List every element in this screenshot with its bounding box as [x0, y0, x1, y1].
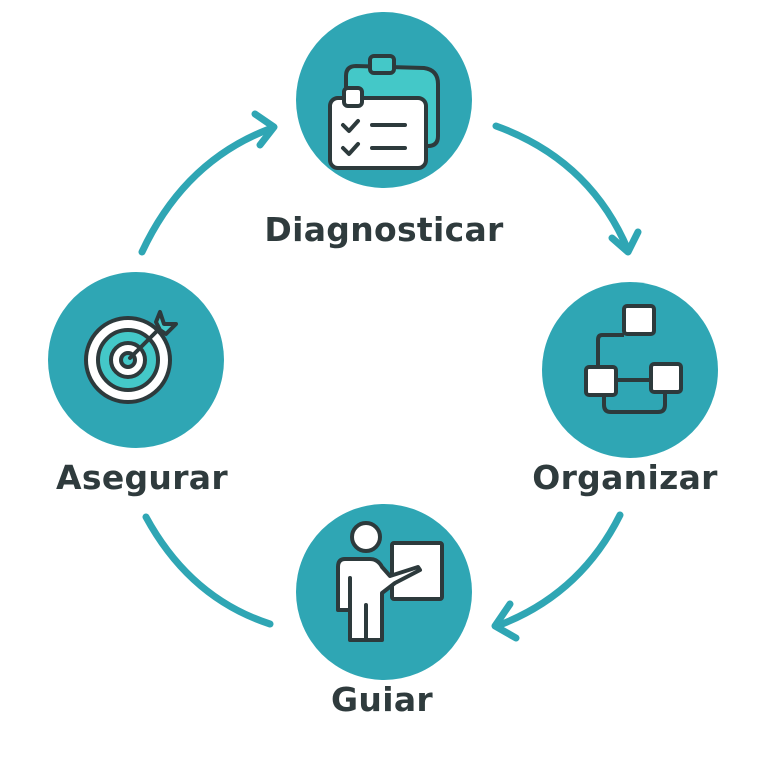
arrow-diagnosticar-to-organizar — [492, 122, 632, 254]
step-label-organizar: Organizar — [532, 458, 718, 497]
step-label-guiar: Guiar — [331, 680, 433, 719]
step-label-asegurar: Asegurar — [56, 458, 228, 497]
flowchart-icon — [584, 304, 683, 414]
step-diagnosticar-circle — [296, 12, 472, 188]
step-organizar-circle — [542, 282, 718, 458]
step-label-diagnosticar: Diagnosticar — [264, 210, 504, 249]
arrowhead-icon — [251, 110, 278, 149]
step-asegurar-circle — [48, 272, 224, 448]
step-guiar-circle — [296, 504, 472, 680]
arrowhead-icon — [491, 600, 520, 642]
clipboard-checklist-icon — [328, 54, 440, 170]
arrow-guiar-to-asegurar — [142, 513, 274, 628]
target-arrow-icon — [84, 310, 178, 404]
arrow-organizar-to-guiar — [493, 511, 624, 630]
arrowhead-icon — [608, 228, 642, 256]
presenter-board-icon — [336, 521, 444, 642]
arrow-asegurar-to-diagnosticar — [138, 124, 276, 256]
